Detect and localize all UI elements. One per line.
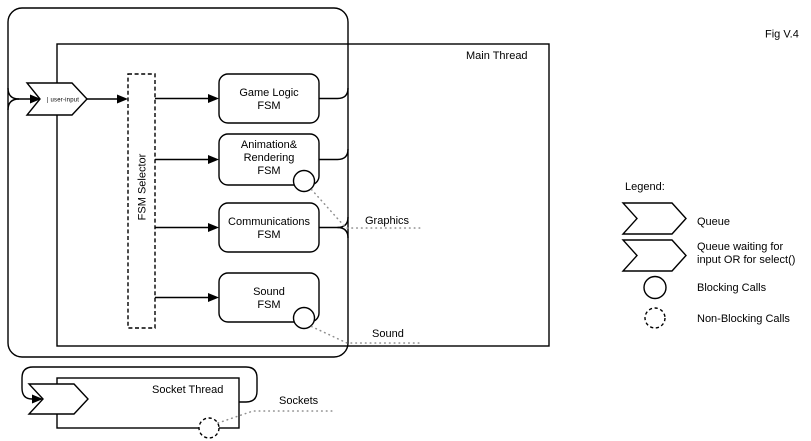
communications-fsm-box	[218, 202, 320, 253]
sound-fsm-label-line2: FSM	[257, 299, 280, 311]
sound-output-label: Sound	[372, 328, 404, 340]
sockets-label: Sockets	[279, 395, 319, 407]
legend-title: Legend:	[625, 181, 665, 193]
arrowhead-animation	[208, 155, 219, 164]
communications-fsm-label-line2: FSM	[257, 229, 280, 241]
main-thread-box	[56, 43, 550, 347]
legend-queue-waiting-label-line1: Queue waiting for	[697, 241, 784, 253]
animation-fsm-label-line3: FSM	[257, 165, 280, 177]
arrowhead-into-socket-queue	[32, 394, 43, 404]
legend-blocking-label: Blocking Calls	[697, 282, 767, 294]
game-logic-fsm-label-line1: Game Logic	[239, 87, 299, 99]
legend-non-blocking-label: Non-Blocking Calls	[697, 313, 790, 325]
figure-caption: Fig V.4	[765, 29, 799, 41]
animation-rendering-fsm-box	[218, 133, 320, 186]
arrowhead-game-logic	[208, 94, 219, 103]
feedback-loop-outline	[7, 7, 349, 358]
user-input-queue-label: | user-input	[47, 98, 79, 104]
legend-queue-waiting-chevron-icon	[621, 239, 687, 272]
game-logic-fsm-box	[218, 73, 320, 124]
loop-to-queue-fillet	[7, 98, 20, 111]
user-input-queue-shape	[25, 82, 88, 116]
sound-fsm-label-line1: Sound	[253, 286, 285, 298]
fsm-selector-label: FSM Selector	[137, 153, 149, 220]
arrowhead-into-selector	[117, 94, 128, 104]
legend-non-blocking-circle-icon	[644, 307, 666, 329]
arrowhead-sound	[208, 293, 219, 302]
graphics-label: Graphics	[365, 215, 410, 227]
socket-non-blocking-call-circle	[198, 417, 220, 439]
sound-leader-line	[310, 325, 423, 344]
legend-queue-label: Queue	[697, 216, 730, 228]
fsm-selector-box	[127, 73, 156, 329]
graphics-leader-line	[310, 188, 421, 229]
socket-loop-outline	[21, 366, 258, 403]
legend-queue-waiting-label-line2: input OR for select()	[697, 254, 795, 266]
socket-queue-shape	[27, 383, 89, 415]
game-logic-fsm-label-line2: FSM	[257, 100, 280, 112]
sound-blocking-call-circle	[292, 306, 316, 330]
communications-loop-connector-down	[337, 226, 349, 239]
animation-blocking-call-circle	[292, 169, 316, 193]
socket-thread-label: Socket Thread	[152, 384, 223, 396]
sound-fsm-box	[218, 272, 320, 323]
legend-queue-chevron-icon	[621, 202, 687, 235]
animation-fsm-label-line1: Animation&	[241, 139, 298, 151]
arrowhead-communications	[208, 223, 219, 232]
loop-to-queue-connector	[7, 87, 30, 100]
main-thread-label: Main Thread	[466, 50, 528, 62]
animation-loop-connector	[319, 148, 349, 161]
communications-fsm-label-line1: Communications	[228, 216, 310, 228]
game-logic-loop-connector	[319, 87, 349, 100]
legend-blocking-circle-icon	[643, 275, 667, 300]
arrowhead-into-queue	[30, 94, 41, 104]
animation-fsm-label-line2: Rendering	[244, 152, 295, 164]
